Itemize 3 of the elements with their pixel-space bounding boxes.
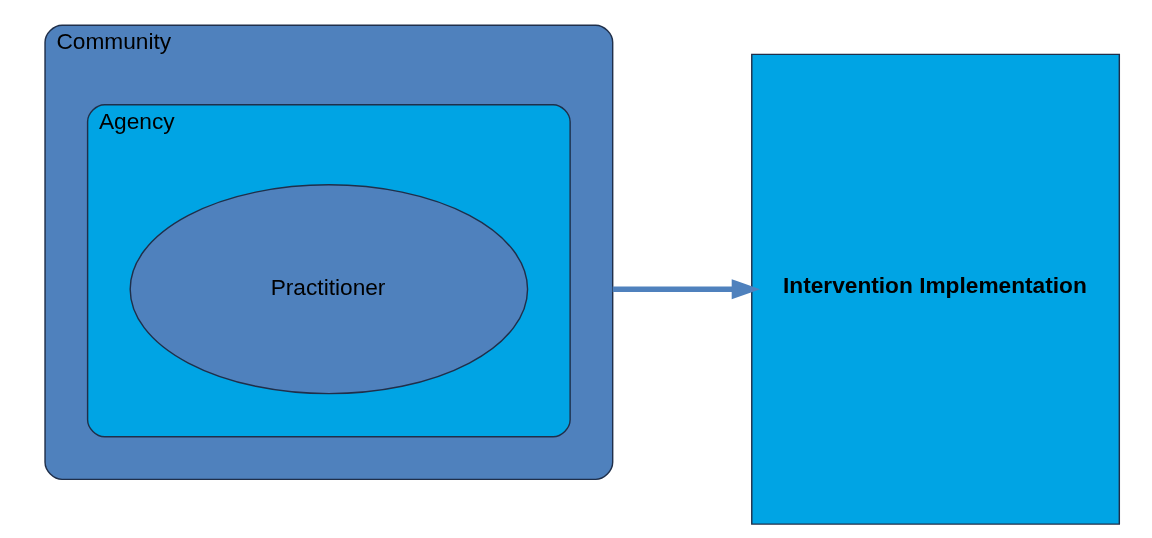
node-box: Intervention Implementation <box>750 53 1120 525</box>
arrow <box>612 279 760 300</box>
node-ellipse: Practitioner <box>128 184 528 395</box>
